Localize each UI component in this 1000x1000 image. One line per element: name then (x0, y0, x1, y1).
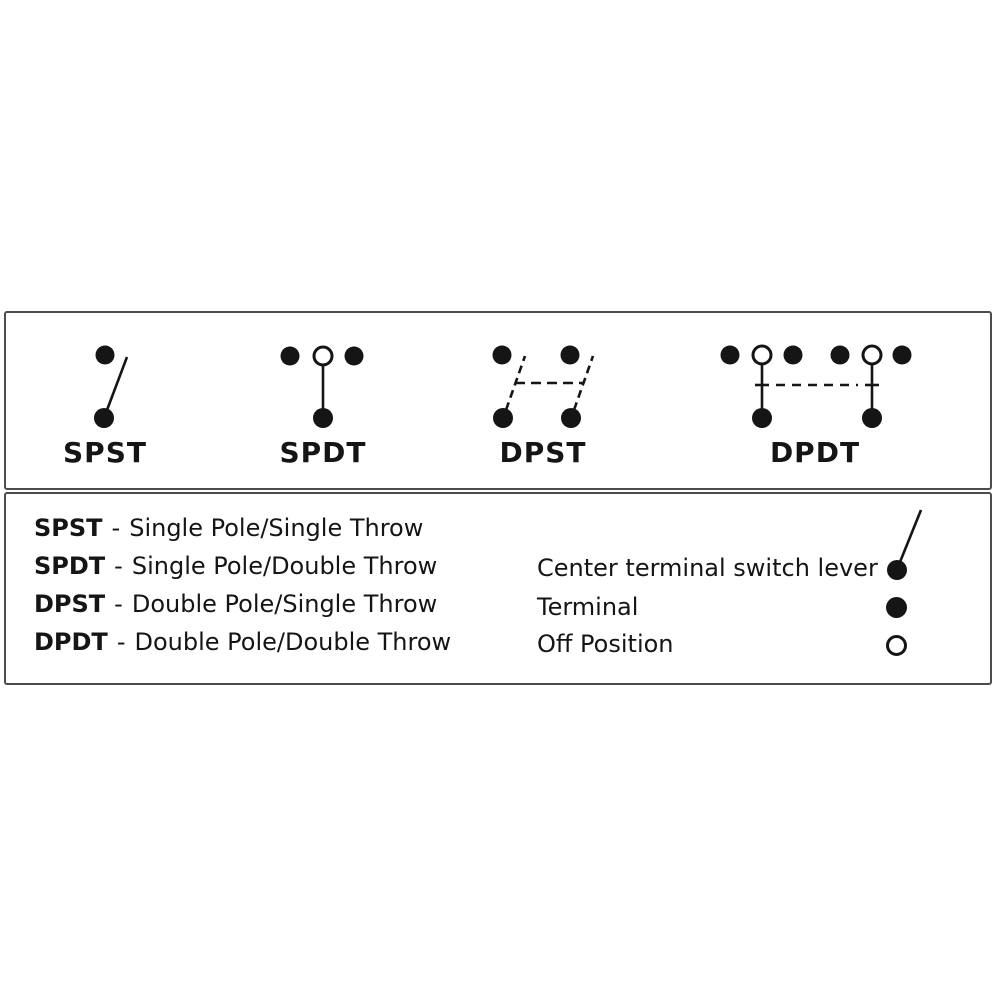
terminal-dot (887, 560, 907, 580)
definition-abbr: SPDT (34, 552, 106, 580)
switch-lever-line (105, 356, 129, 411)
definition-separator: - (114, 590, 123, 618)
key-label-center-terminal: Center terminal switch lever (537, 554, 878, 582)
terminal-dot (493, 408, 513, 428)
dpst-symbol-icon (492, 345, 595, 428)
dpst-label: DPST (499, 436, 587, 469)
center-terminal-switch-lever-icon (887, 509, 923, 580)
key-label-off-position: Off Position (537, 630, 674, 658)
definition-row-dpdt: DPDT - Double Pole/Double Throw (34, 623, 451, 661)
definition-separator: - (114, 552, 123, 580)
switch-lever-line (898, 509, 923, 563)
definition-row-spst: SPST - Single Pole/Single Throw (34, 509, 423, 547)
terminal-dot (862, 408, 882, 428)
key-label-terminal: Terminal (537, 593, 639, 621)
spdt-label: SPDT (279, 436, 367, 469)
terminal-dot (560, 345, 580, 365)
legend-panel: SPST - Single Pole/Single Throw SPDT - S… (4, 492, 992, 685)
definition-abbr: DPST (34, 590, 106, 618)
off-position-circle (861, 344, 883, 366)
off-position-circle (751, 344, 773, 366)
terminal-icon (886, 597, 907, 618)
definition-abbr: DPDT (34, 628, 108, 656)
switch-symbols-panel: SPST SPDT DPST (4, 311, 992, 490)
terminal-dot (892, 345, 912, 365)
dpdt-symbol-icon (720, 344, 912, 428)
definition-separator: - (116, 628, 126, 656)
terminal-dot (313, 408, 333, 428)
dpdt-figure: DPDT (710, 340, 920, 467)
off-position-icon (886, 635, 907, 656)
spst-label: SPST (63, 436, 147, 469)
spst-symbol-icon (94, 345, 129, 428)
off-position-circle (312, 345, 334, 367)
spdt-figure: SPDT (268, 340, 378, 467)
terminal-dot (783, 345, 803, 365)
terminal-dot (492, 345, 512, 365)
spst-figure: SPST (60, 340, 150, 467)
definition-separator: - (111, 514, 121, 542)
definition-text: Double Pole/Double Throw (134, 628, 452, 656)
spdt-symbol-icon (280, 345, 364, 428)
dpdt-label: DPDT (769, 436, 861, 469)
definition-text: Single Pole/Double Throw (131, 552, 438, 580)
definition-text: Double Pole/Single Throw (131, 590, 438, 618)
terminal-dot (561, 408, 581, 428)
terminal-dot (720, 345, 740, 365)
dpst-figure: DPST (478, 340, 608, 467)
definition-abbr: SPST (34, 514, 103, 542)
terminal-dot (344, 346, 364, 366)
definition-text: Single Pole/Single Throw (129, 514, 424, 542)
terminal-dot (280, 346, 300, 366)
terminal-dot (830, 345, 850, 365)
terminal-dot (752, 408, 772, 428)
definition-row-dpst: DPST - Double Pole/Single Throw (34, 585, 437, 623)
definition-row-spdt: SPDT - Single Pole/Double Throw (34, 547, 437, 585)
terminal-dot (94, 408, 114, 428)
terminal-dot (95, 345, 115, 365)
